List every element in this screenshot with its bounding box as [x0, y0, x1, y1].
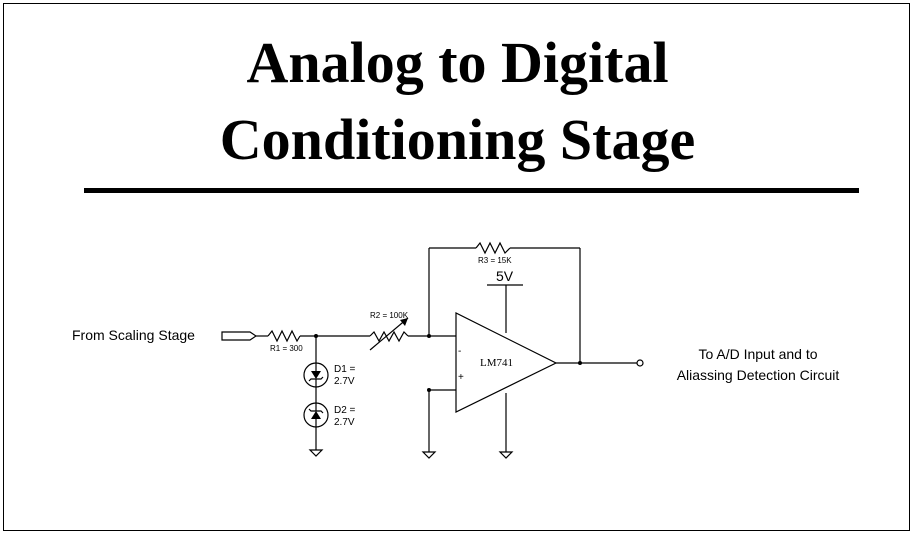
opamp-label: LM741 — [480, 357, 513, 369]
potentiometer-arrow — [369, 317, 409, 351]
output-label-line-2: Aliassing Detection Circuit — [677, 367, 840, 383]
ground-icon-noninverting — [421, 451, 437, 459]
d1-label-value: 2.7V — [334, 376, 355, 387]
resistor-r2 — [369, 330, 409, 343]
r3-label: R3 = 15K — [478, 256, 512, 265]
opamp-lm741 — [455, 312, 558, 413]
inverting-sign: - — [458, 346, 461, 357]
resistor-r3 — [475, 241, 511, 255]
output-terminal — [636, 359, 644, 367]
r1-label: R1 = 300 — [270, 344, 303, 353]
input-label: From Scaling Stage — [72, 327, 195, 343]
slide-frame — [3, 3, 910, 531]
r2-label: R2 = 100K — [370, 311, 409, 320]
d2-label-name: D2 = — [334, 405, 356, 416]
d2-label-value: 2.7V — [334, 417, 355, 428]
title-line-2: Conditioning Stage — [219, 107, 696, 172]
input-connector — [221, 331, 258, 341]
output-label-line-1: To A/D Input and to — [698, 346, 817, 362]
d1-label-name: D1 = — [334, 364, 356, 375]
supply-label: 5V — [496, 268, 514, 284]
resistor-r1 — [267, 329, 301, 343]
ground-icon-opamp — [498, 451, 514, 459]
zener-d2-triangle — [311, 411, 321, 419]
title-line-1: Analog to Digital — [246, 30, 669, 95]
ground-icon-diodes — [308, 449, 324, 457]
title-underline — [84, 188, 859, 193]
junction-node-4 — [578, 361, 582, 365]
zener-d1-triangle — [311, 371, 321, 379]
potentiometer-arrowhead — [400, 318, 408, 326]
noninverting-sign: + — [458, 372, 464, 383]
